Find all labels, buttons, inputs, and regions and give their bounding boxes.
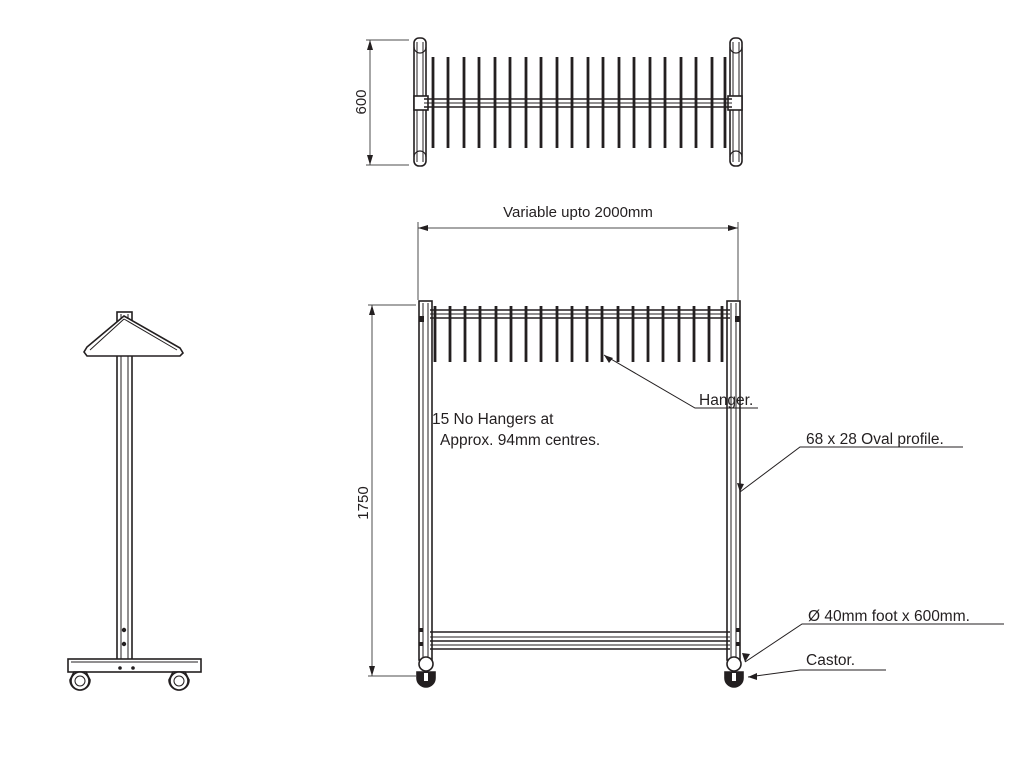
- side-post-hole-mid: [121, 627, 127, 633]
- front-post-left: [418, 300, 433, 661]
- hanger-label-callout: Hanger.: [603, 354, 758, 409]
- width-dimension-value: Variable upto 2000mm: [503, 204, 653, 221]
- front-hanger-rods: [433, 306, 724, 362]
- plan-hanger-rods: [431, 57, 727, 148]
- height-dimension: 1750: [355, 304, 416, 677]
- plan-view: 600: [353, 37, 743, 167]
- front-top-rail: [430, 309, 730, 319]
- depth-dimension-value: 600: [353, 89, 370, 114]
- depth-dimension: 600: [353, 39, 409, 166]
- hanger-label: Hanger.: [699, 392, 753, 409]
- side-castor-left: [69, 671, 91, 691]
- side-post: [116, 311, 133, 665]
- front-castor-right: [724, 656, 744, 688]
- width-dimension: Variable upto 2000mm: [417, 204, 739, 300]
- front-castor-left: [416, 656, 436, 688]
- castor-label: Castor.: [806, 652, 855, 669]
- oval-profile-label: 68 x 28 Oval profile.: [806, 431, 944, 448]
- front-post-right: [726, 300, 741, 661]
- height-dimension-value: 1750: [355, 486, 372, 519]
- oval-profile-callout: 68 x 28 Oval profile.: [737, 431, 963, 493]
- hangers-note: 15 No Hangers at Approx. 94mm centres.: [432, 411, 600, 449]
- front-elevation-view: Variable upto 2000mm 1750: [355, 204, 744, 688]
- foot-callout: Ø 40mm foot x 600mm.: [742, 608, 1004, 663]
- side-elevation-view: [67, 311, 202, 691]
- side-foot: [67, 658, 202, 673]
- side-castor-right: [168, 671, 190, 691]
- side-post-hole-low: [121, 641, 127, 647]
- foot-label: Ø 40mm foot x 600mm.: [808, 608, 970, 625]
- front-bottom-rail: [430, 631, 730, 650]
- plan-foot-left: [413, 37, 429, 167]
- hangers-note-line2: Approx. 94mm centres.: [440, 432, 600, 449]
- clothes-hanger-icon: [83, 315, 185, 357]
- plan-top-rail: [424, 98, 732, 108]
- castor-callout: Castor.: [747, 652, 886, 680]
- hangers-note-line1: 15 No Hangers at: [432, 411, 554, 428]
- plan-foot-right: [727, 37, 743, 167]
